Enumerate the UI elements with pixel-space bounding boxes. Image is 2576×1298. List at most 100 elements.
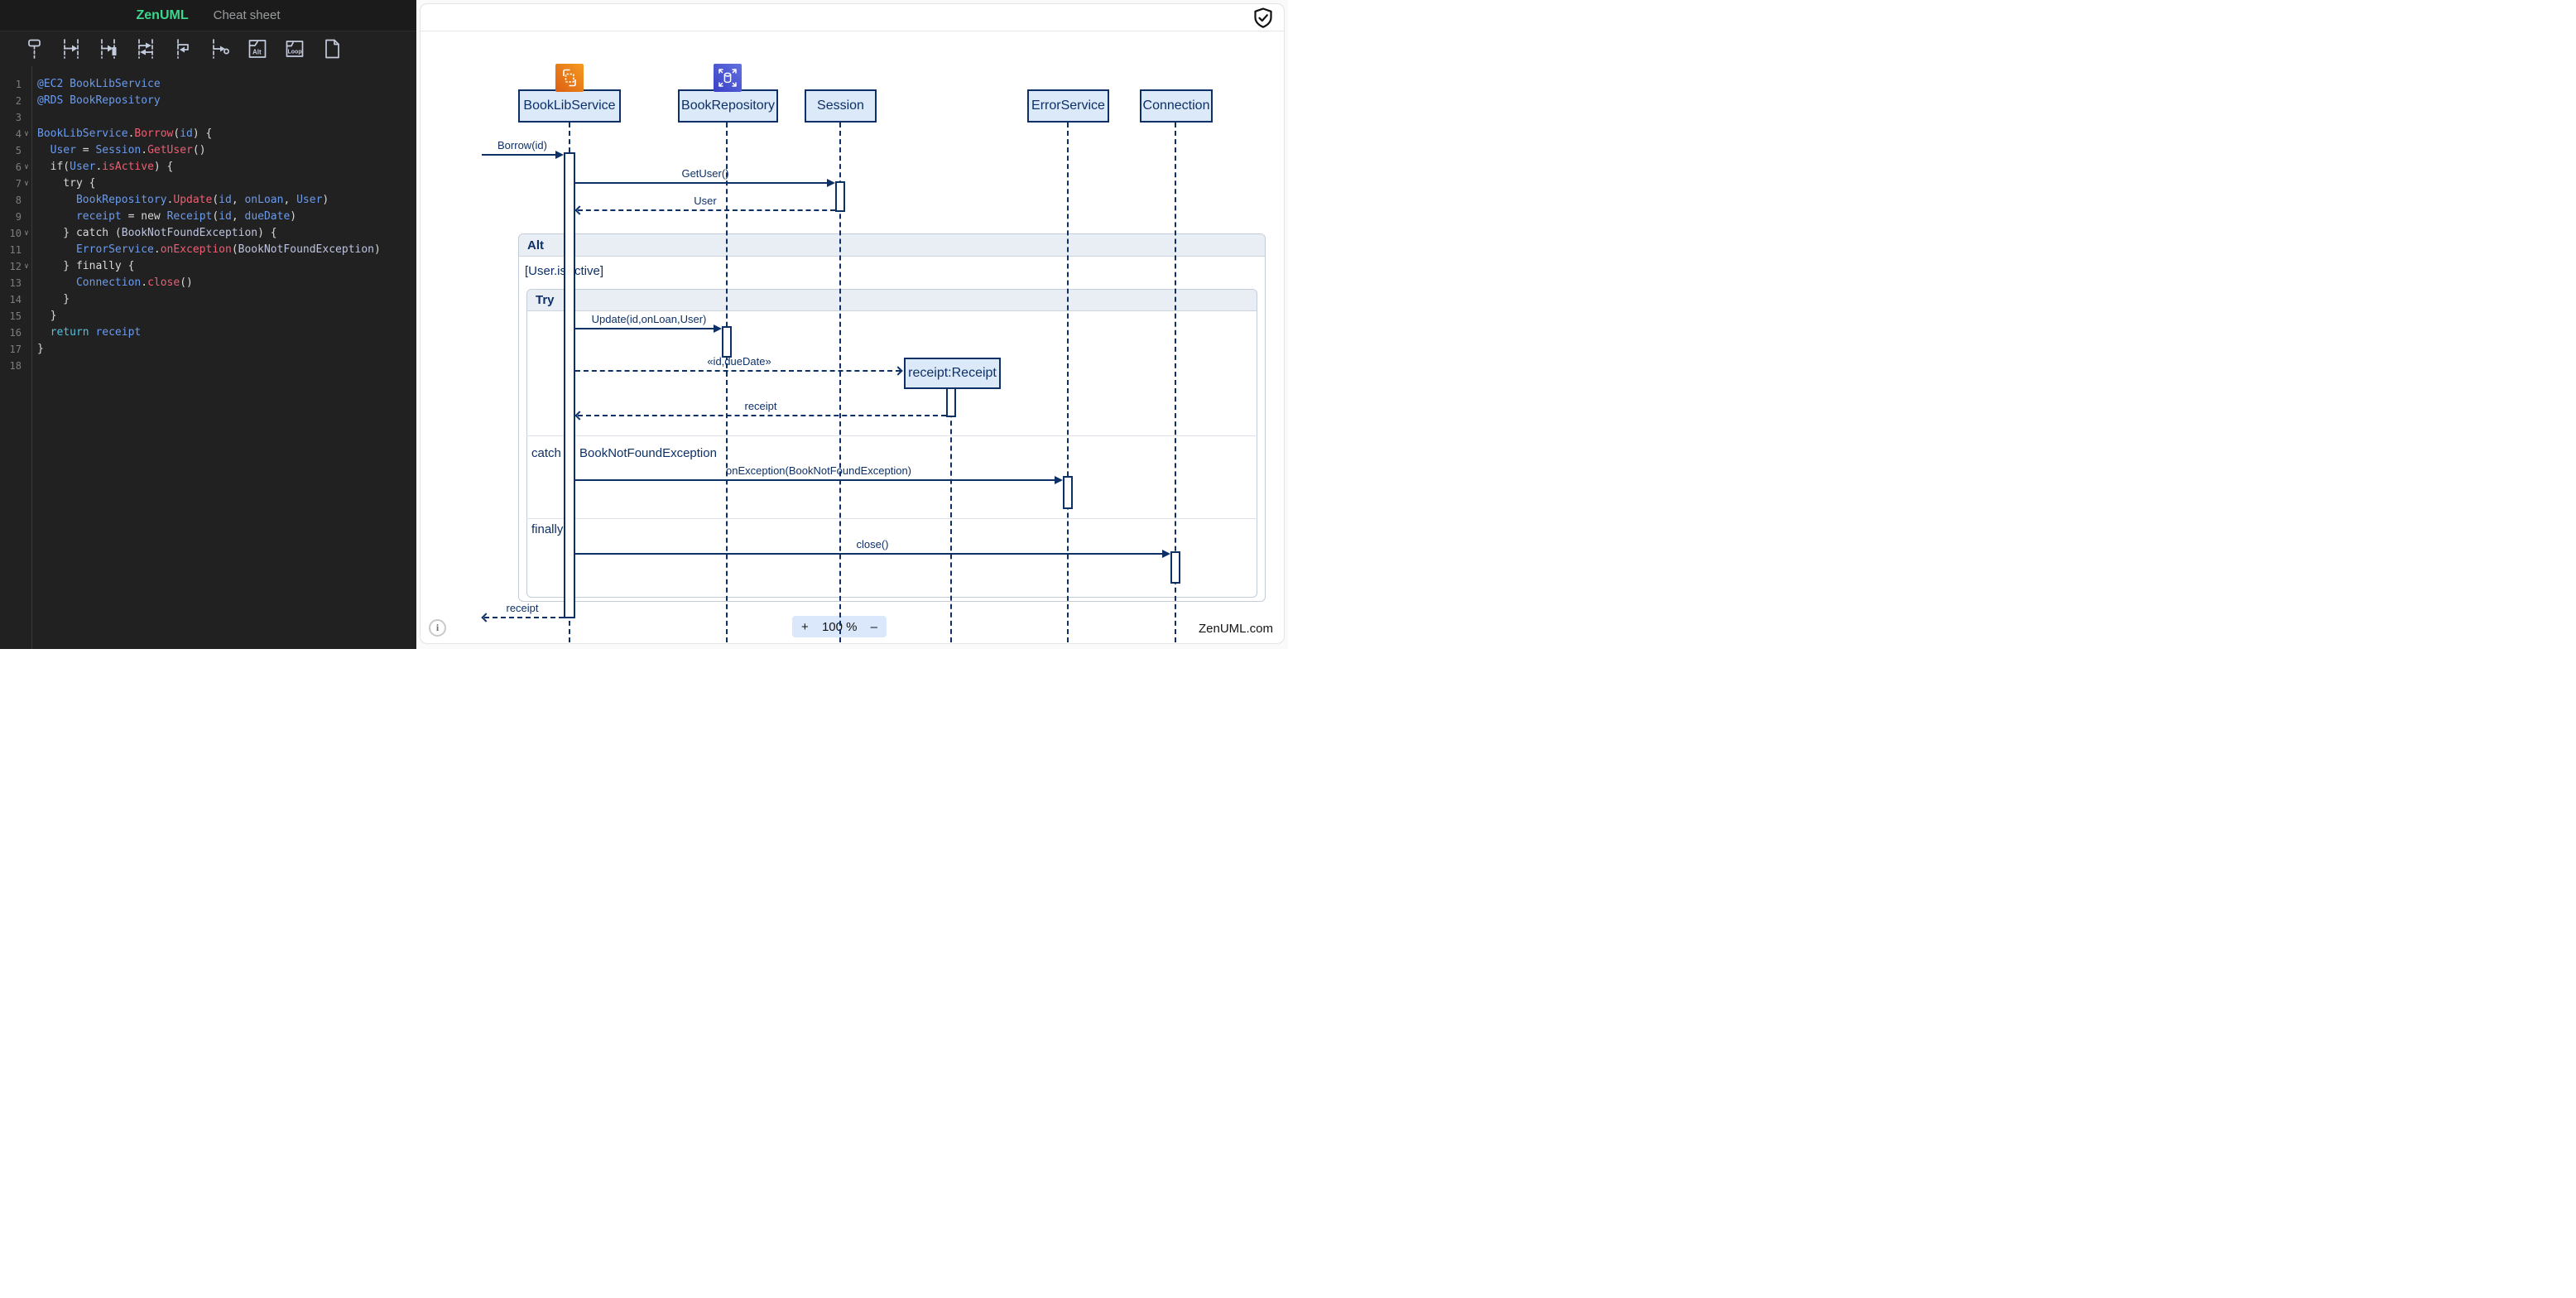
rds-icon (714, 64, 742, 92)
code-line[interactable]: 5 User = Session.GetUser() (15, 144, 206, 156)
code-line[interactable]: 15 } (9, 310, 57, 322)
try-fragment-label: Try (536, 293, 555, 307)
message-update[interactable]: Update(id,onLoan,User) (591, 313, 707, 325)
open-arrowhead (481, 613, 491, 623)
arrowhead (1162, 550, 1170, 558)
open-arrowhead (574, 205, 584, 215)
finally-label: finally (531, 522, 564, 536)
diagram-card-header (421, 4, 1284, 31)
loop-fragment-icon[interactable]: Loop (281, 36, 308, 63)
code-line[interactable]: 12∨ } finally { (9, 260, 135, 272)
message-receipt-return[interactable]: receipt (744, 400, 777, 412)
message-user-return[interactable]: User (694, 195, 717, 207)
tab-cheat-sheet[interactable]: Cheat sheet (213, 8, 281, 22)
app: ZenUML Cheat sheet Alt (0, 0, 1288, 649)
message-close-line (575, 553, 1164, 555)
arrowhead (827, 179, 835, 187)
participant-label: receipt:Receipt (908, 366, 997, 380)
code-line[interactable]: 1@EC2 BookLibService (15, 78, 161, 90)
participant-bookrepository[interactable]: BookRepository (678, 89, 778, 123)
code-line[interactable]: 16 return receipt (9, 326, 142, 339)
code-line[interactable]: 14 } (9, 293, 70, 305)
code-line[interactable]: 4∨BookLibService.Borrow(id) { (15, 127, 213, 140)
message-onexception[interactable]: onException(BookNotFoundException) (725, 464, 912, 477)
code-line[interactable]: 3 (15, 112, 22, 123)
new-file-icon[interactable] (318, 36, 345, 63)
participant-label: BookRepository (681, 99, 775, 113)
editor-toolbar: Alt Loop (0, 31, 416, 66)
diagram-card: Alt [User.isActive] Try catch BookNotFou… (420, 3, 1285, 644)
code-line[interactable]: 2@RDS BookRepository (15, 94, 161, 107)
message-borrow[interactable]: Borrow(id) (497, 139, 547, 151)
catch-label: catch (531, 446, 561, 460)
code-line[interactable]: 8 BookRepository.Update(id, onLoan, User… (15, 194, 329, 206)
message-final-return[interactable]: receipt (506, 602, 539, 614)
try-fragment: Try (526, 289, 1257, 598)
code-line[interactable]: 17} (9, 343, 44, 355)
catch-divider (526, 435, 1257, 436)
sequence-diagram: Alt [User.isActive] Try catch BookNotFou… (421, 31, 1284, 643)
arrowhead (1055, 476, 1063, 484)
zoom-in-button[interactable]: + (801, 619, 809, 634)
activation-session (835, 181, 845, 212)
svg-text:Alt: Alt (252, 49, 262, 56)
participant-booklibservice[interactable]: BookLibService (518, 89, 621, 123)
participant-session[interactable]: Session (805, 89, 877, 123)
activation-connection (1170, 551, 1180, 584)
message-close[interactable]: close() (856, 538, 889, 550)
gutter-separator (31, 66, 32, 649)
message-onexception-line (575, 479, 1056, 481)
try-fragment-header: Try (527, 290, 1257, 311)
code-line[interactable]: 18 (9, 360, 22, 372)
code-line[interactable]: 11 ErrorService.onException(BookNotFound… (9, 243, 381, 256)
tab-zenuml[interactable]: ZenUML (136, 7, 189, 22)
async-message-icon[interactable] (206, 36, 233, 63)
alt-fragment-header: Alt (519, 234, 1265, 257)
finally-divider (526, 518, 1257, 519)
code-line[interactable]: 7∨ try { (15, 177, 96, 190)
shield-check-icon[interactable] (1251, 6, 1276, 35)
lifeline-receipt (950, 387, 952, 642)
participant-label: BookLibService (523, 99, 616, 113)
lifeline-connection (1175, 123, 1176, 642)
message-receipt-return-line (578, 415, 946, 416)
catch-exception-label: BookNotFoundException (579, 446, 717, 460)
activation-booklibservice (564, 152, 575, 618)
code-line[interactable]: 6∨ if(User.isActive) { (15, 161, 174, 173)
sync-message-activation-icon[interactable] (94, 36, 122, 63)
participant-label: ErrorService (1031, 99, 1105, 113)
arrowhead (714, 324, 722, 333)
participant-label: Connection (1142, 99, 1210, 113)
message-update-line (575, 328, 715, 329)
lifeline-bookrepository (726, 123, 728, 642)
code-line[interactable]: 13 Connection.close() (9, 276, 193, 289)
zoom-out-button[interactable]: – (870, 619, 877, 634)
arrowhead (555, 151, 564, 159)
code-line[interactable]: 9 receipt = new Receipt(id, dueDate) (15, 210, 297, 223)
activation-errorservice (1063, 476, 1073, 509)
message-borrow-line (482, 154, 557, 156)
message-user-return-line (578, 209, 835, 211)
participant-receipt[interactable]: receipt:Receipt (904, 358, 1001, 389)
svg-text:Loop: Loop (287, 50, 301, 55)
editor-header: ZenUML Cheat sheet (0, 0, 416, 31)
message-new-receipt[interactable]: «id,dueDate» (707, 355, 771, 368)
message-getuser-line (575, 182, 829, 184)
alt-fragment-icon[interactable]: Alt (243, 36, 271, 63)
message-getuser[interactable]: GetUser() (681, 167, 729, 180)
lifeline-errorservice (1067, 123, 1069, 642)
self-message-icon[interactable] (169, 36, 196, 63)
return-message-icon[interactable] (132, 36, 159, 63)
message-final-return-line (484, 617, 564, 618)
lifeline-session (839, 123, 841, 642)
code-editor[interactable]: 1@EC2 BookLibService 2@RDS BookRepository… (0, 66, 416, 649)
participant-connection[interactable]: Connection (1140, 89, 1213, 123)
diagram-panel: Alt [User.isActive] Try catch BookNotFou… (416, 0, 1288, 649)
sync-message-icon[interactable] (57, 36, 84, 63)
info-icon[interactable]: i (429, 619, 446, 637)
code-line[interactable]: 10∨ } catch (BookNotFoundException) { (9, 227, 277, 239)
participant-errorservice[interactable]: ErrorService (1027, 89, 1109, 123)
zenuml-brand-link[interactable]: ZenUML.com (1198, 622, 1273, 636)
participant-icon[interactable] (20, 36, 47, 63)
code-panel: ZenUML Cheat sheet Alt (0, 0, 416, 649)
